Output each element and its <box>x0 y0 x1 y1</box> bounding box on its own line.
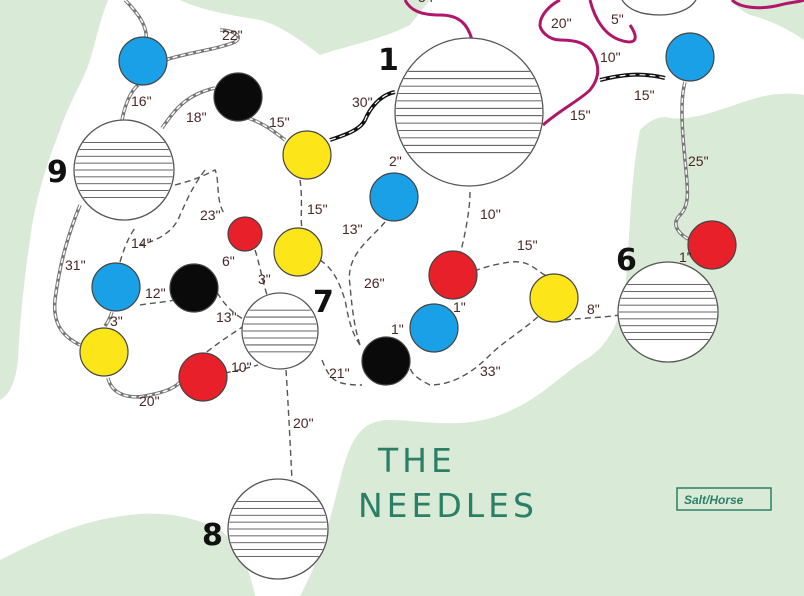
distance-label: 2" <box>389 153 402 169</box>
distance-label: 15" <box>269 114 290 130</box>
distance-label: 22" <box>222 27 243 43</box>
distance-label: 1" <box>453 299 466 315</box>
distance-label: 33" <box>480 363 501 379</box>
legend-box <box>676 487 772 511</box>
campground-8[interactable] <box>227 478 329 580</box>
blue-marker[interactable] <box>118 36 168 86</box>
blue-marker[interactable] <box>369 172 419 222</box>
distance-label: 3" <box>258 271 271 287</box>
red-marker[interactable] <box>178 352 228 402</box>
campground-7[interactable] <box>241 292 319 370</box>
land-bottomleft <box>0 513 255 596</box>
blue-marker[interactable] <box>91 262 141 312</box>
road-segment <box>730 0 804 10</box>
road-segment <box>403 0 474 41</box>
distance-label: 13" <box>342 221 363 237</box>
distance-label: 23" <box>200 207 221 223</box>
distance-label: 1" <box>679 249 692 265</box>
red-marker[interactable] <box>687 220 737 270</box>
campground-number-7: 7 <box>313 285 334 320</box>
distance-label: 31" <box>65 257 86 273</box>
distance-label: 10'' <box>480 206 501 222</box>
distance-label: 21" <box>329 365 350 381</box>
distance-label: 54" <box>418 0 439 5</box>
land-top <box>180 0 430 55</box>
distance-label: 20" <box>139 393 160 409</box>
yellow-marker[interactable] <box>273 227 323 277</box>
distance-label: 10" <box>600 49 621 65</box>
campground-9[interactable] <box>73 119 175 221</box>
distance-label: 15" <box>307 201 328 217</box>
black-marker[interactable] <box>169 263 219 313</box>
road-segment <box>588 0 637 44</box>
yellow-marker[interactable] <box>79 327 129 377</box>
distance-label: 1" <box>391 321 404 337</box>
red-marker[interactable] <box>227 216 263 252</box>
distance-label: 8" <box>587 301 600 317</box>
distance-label: 10" <box>231 359 252 375</box>
campground-number-9: 9 <box>47 155 68 190</box>
blue-marker[interactable] <box>409 303 459 353</box>
distance-label: 6" <box>222 253 235 269</box>
distance-label: 15" <box>517 237 538 253</box>
area-title-line1: THE <box>377 441 456 480</box>
distance-label: 20" <box>293 415 314 431</box>
campground-1[interactable] <box>394 37 544 187</box>
distance-label: 14" <box>131 235 152 251</box>
distance-label: 12" <box>145 285 166 301</box>
distance-label: 18" <box>186 109 207 125</box>
distance-label: 26" <box>364 275 385 291</box>
distance-label: 3" <box>110 313 123 329</box>
distance-label: 20" <box>551 15 572 31</box>
black-marker[interactable] <box>213 72 263 122</box>
distance-labels: 54"20"5"10"15"15"30"22"16"18"15"2"10''15… <box>65 0 709 431</box>
paved-road-center <box>329 91 396 141</box>
paved-road-center <box>599 74 666 81</box>
road-segment <box>538 0 600 127</box>
campground-partial <box>621 0 697 16</box>
yellow-marker[interactable] <box>282 130 332 180</box>
blue-marker[interactable] <box>665 32 715 82</box>
campground-number-8: 8 <box>202 518 223 553</box>
campgrounds <box>73 37 719 580</box>
land-topright <box>730 0 804 40</box>
distance-label: 15" <box>570 107 591 123</box>
distance-label: 15" <box>634 87 655 103</box>
campground-6[interactable] <box>617 261 719 363</box>
area-title-line2: NEEDLES <box>358 486 538 525</box>
distance-label: 25" <box>688 153 709 169</box>
distance-label: 13" <box>216 309 237 325</box>
distance-label: 16" <box>131 93 152 109</box>
yellow-marker[interactable] <box>529 273 579 323</box>
campground-number-6: 6 <box>616 243 637 278</box>
distance-label: 30" <box>352 94 373 110</box>
distance-label: 5" <box>611 11 624 27</box>
black-marker[interactable] <box>361 336 411 386</box>
legend-label: Salt/Horse <box>684 493 744 507</box>
red-marker[interactable] <box>428 250 478 300</box>
campground-number-1: 1 <box>378 43 399 78</box>
land-left <box>0 0 108 400</box>
